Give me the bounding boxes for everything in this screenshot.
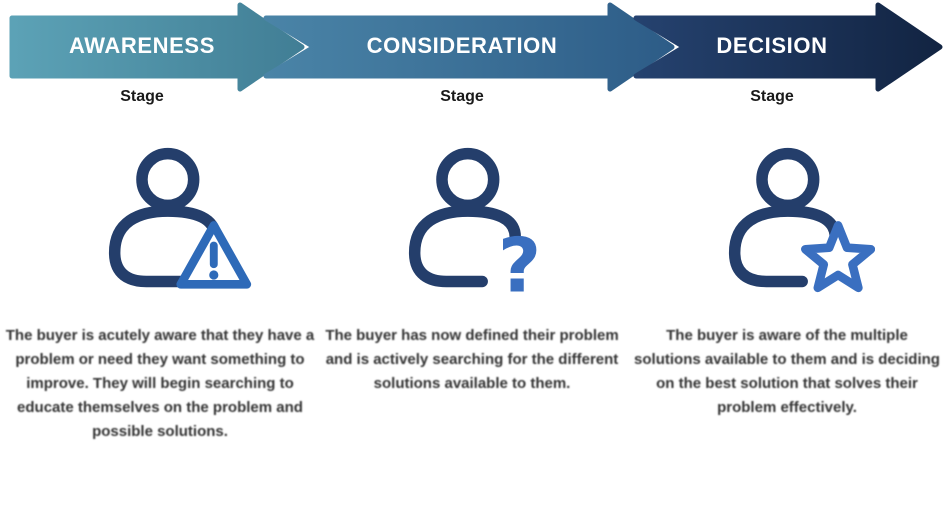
person-warning-icon xyxy=(108,147,252,289)
consideration-stage-caption: Stage xyxy=(440,88,484,105)
person-head xyxy=(436,147,500,212)
person-head xyxy=(136,147,200,212)
person-star-icon xyxy=(728,147,875,293)
person-body xyxy=(728,205,841,288)
person-body xyxy=(408,205,521,288)
awareness-arrow-label: AWARENESS xyxy=(69,33,215,58)
awareness-stage-caption: Stage xyxy=(120,88,164,105)
person-head xyxy=(756,147,820,212)
warning-triangle-icon xyxy=(176,221,252,289)
funnel-arrows xyxy=(9,2,943,92)
star-icon xyxy=(801,221,875,293)
decision-stage-caption: Stage xyxy=(750,88,794,105)
consideration-arrow-label: CONSIDERATION xyxy=(366,33,558,58)
decision-arrow xyxy=(633,2,943,92)
person-question-icon: ? xyxy=(408,147,541,303)
awareness-arrow xyxy=(9,2,305,92)
awareness-description: The buyer is acutely aware that they hav… xyxy=(5,327,315,440)
decision-description: The buyer is aware of the multiple solut… xyxy=(634,327,940,416)
consideration-arrow xyxy=(263,2,675,92)
person-body xyxy=(108,205,221,288)
question-mark-icon: ? xyxy=(498,223,541,303)
decision-arrow-label: DECISION xyxy=(716,33,828,58)
consideration-description: The buyer has now defined their problem … xyxy=(325,327,619,392)
